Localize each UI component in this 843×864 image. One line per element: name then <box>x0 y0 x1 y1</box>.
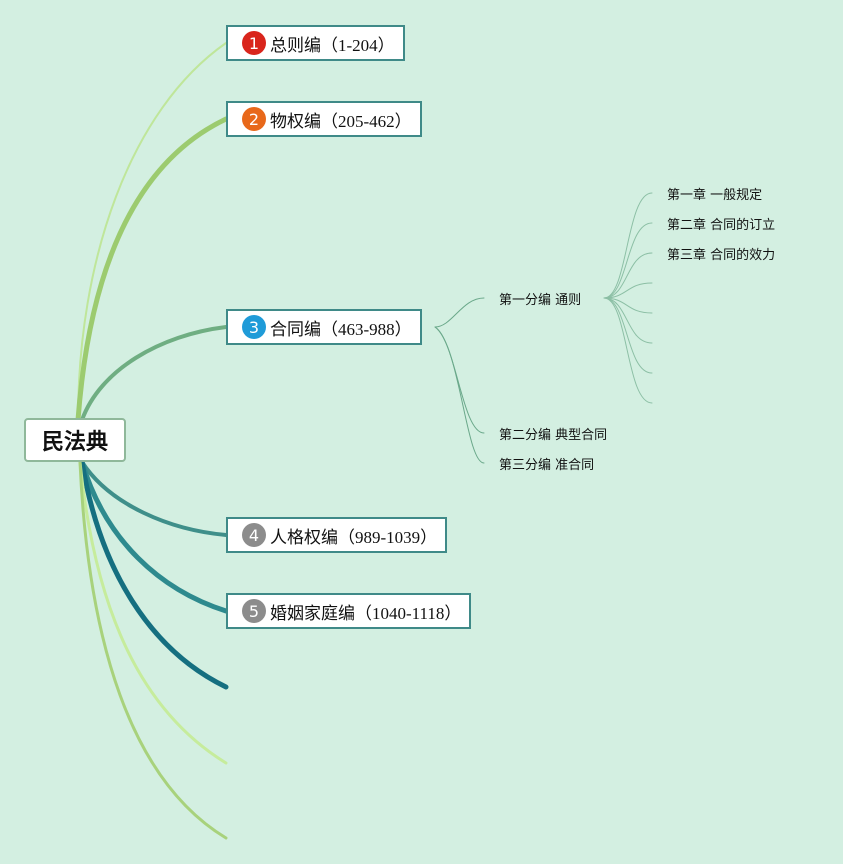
branch-line-3 <box>80 325 228 422</box>
branch-line-2 <box>75 116 229 423</box>
chapter-lines <box>603 192 653 404</box>
book-title: 物权编 <box>270 111 321 132</box>
part-node-1[interactable]: 第一分编 通则 <box>499 293 582 308</box>
branch-line-6 <box>79 459 229 690</box>
branch-line-7 <box>78 460 228 765</box>
book-node-4[interactable]: 4 人格权编（989-1039） <box>226 517 448 553</box>
root-node[interactable]: 民法典 <box>24 418 126 462</box>
number-badge-icon: 3 <box>242 315 266 339</box>
book-title: 婚姻家庭编 <box>270 603 355 624</box>
branch-line-1 <box>77 42 227 421</box>
root-label: 民法典 <box>41 430 108 455</box>
book-node-5[interactable]: 5 婚姻家庭编（1040-1118） <box>226 593 472 629</box>
number-badge-icon: 2 <box>242 107 266 131</box>
branch-line-4 <box>80 460 228 537</box>
book-node-3[interactable]: 3 合同编（463-988） <box>226 309 422 345</box>
article-range: （463-988） <box>321 319 412 339</box>
number-badge-icon: 1 <box>242 31 266 55</box>
branch-line-8 <box>78 460 228 840</box>
article-range: （205-462） <box>321 111 412 131</box>
article-range: （1-204） <box>321 35 395 55</box>
book-node-1[interactable]: 1 总则编（1-204） <box>226 25 405 61</box>
number-badge-icon: 5 <box>242 599 266 623</box>
chapter-node-3[interactable]: 第三章 合同的效力 <box>667 248 776 263</box>
part-node-3[interactable]: 第三分编 准合同 <box>499 458 595 473</box>
book-title: 总则编 <box>270 35 321 56</box>
part-line-3 <box>434 326 485 464</box>
part-line-2 <box>434 326 485 434</box>
article-range: （989-1039） <box>338 527 438 547</box>
chapter-node-1[interactable]: 第一章 一般规定 <box>667 188 763 203</box>
book-title: 合同编 <box>270 319 321 340</box>
branch-line-5 <box>79 459 229 614</box>
article-range: （1040-1118） <box>355 603 462 623</box>
part-node-2[interactable]: 第二分编 典型合同 <box>499 428 608 443</box>
number-badge-icon: 4 <box>242 523 266 547</box>
book-title: 人格权编 <box>270 527 338 548</box>
book-node-2[interactable]: 2 物权编（205-462） <box>226 101 422 137</box>
part-line-1 <box>434 297 485 328</box>
chapter-node-2[interactable]: 第二章 合同的订立 <box>667 218 776 233</box>
